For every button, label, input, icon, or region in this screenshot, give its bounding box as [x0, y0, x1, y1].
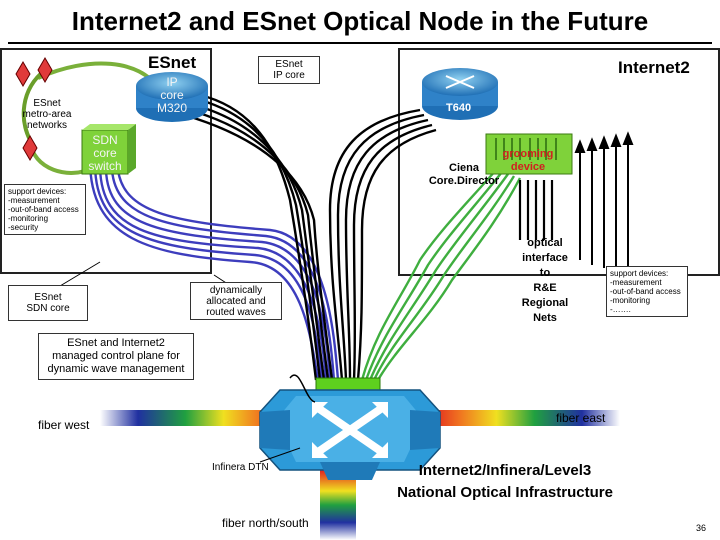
- metro-loop-2: [21, 68, 47, 141]
- infinera-dtn: [259, 377, 441, 480]
- i2-verticals: [518, 180, 554, 240]
- sdn-switch-label: SDN core switch: [88, 133, 122, 173]
- esnet-label: ESnet: [148, 53, 197, 72]
- page-number: 36: [696, 523, 707, 533]
- i2-support-devices: support devices: -measurement -out-of-ba…: [606, 266, 688, 317]
- national-infrastructure-label: Internet2/Infinera/Level3 National Optic…: [397, 462, 613, 501]
- fiber-west-gradient: [100, 410, 290, 426]
- infinera-pointer: [259, 447, 301, 463]
- metro-node-2: [15, 61, 31, 87]
- i2-router-label: T640: [446, 102, 472, 114]
- fiber-east-label: fiber east: [556, 411, 606, 425]
- grooming-label: grooming device: [502, 148, 554, 173]
- fiber-east-gradient: [430, 410, 620, 426]
- green-fibers: [360, 169, 522, 381]
- fiber-west-label: fiber west: [38, 418, 90, 432]
- dynamic-waves-callout: dynamically allocated and routed waves: [190, 282, 282, 320]
- sdn-pointer: [59, 261, 101, 287]
- esnet-router-label: IP core M320: [156, 75, 188, 115]
- metro-node-3: [22, 135, 38, 161]
- esnet-support-devices: support devices: -measurement -out-of-ba…: [4, 184, 86, 235]
- title-underline: [8, 42, 712, 44]
- i2-router: [422, 68, 498, 120]
- esnet-ip-core-callout: ESnet IP core: [258, 56, 320, 84]
- esnet-sdn-core-callout: ESnet SDN core: [8, 285, 88, 321]
- black-fibers: [193, 93, 334, 381]
- fiber-south-gradient: [320, 470, 356, 540]
- ciena-label: Ciena Core.Director: [428, 162, 500, 187]
- ciena-device: [485, 133, 573, 175]
- control-plane-callout: ESnet and Internet2 managed control plan…: [38, 333, 194, 380]
- esnet-metro-label: ESnet metro-area networks: [22, 98, 72, 131]
- control-pointer: [289, 374, 316, 403]
- page-title: Internet2 and ESnet Optical Node in the …: [71, 6, 649, 36]
- optical-interface-label: optical interface to R&E Regional Nets: [521, 237, 569, 324]
- internet2-label: Internet2: [618, 58, 690, 77]
- support-arrows: [574, 131, 634, 272]
- blue-fibers: [88, 159, 340, 381]
- sdn-switch: [81, 124, 136, 175]
- infinera-label: Infinera DTN: [212, 462, 269, 473]
- black-fibers-i2: [328, 108, 437, 381]
- esnet-router: [136, 72, 208, 122]
- metro-node-1: [37, 57, 53, 83]
- fiber-ns-label: fiber north/south: [222, 516, 309, 530]
